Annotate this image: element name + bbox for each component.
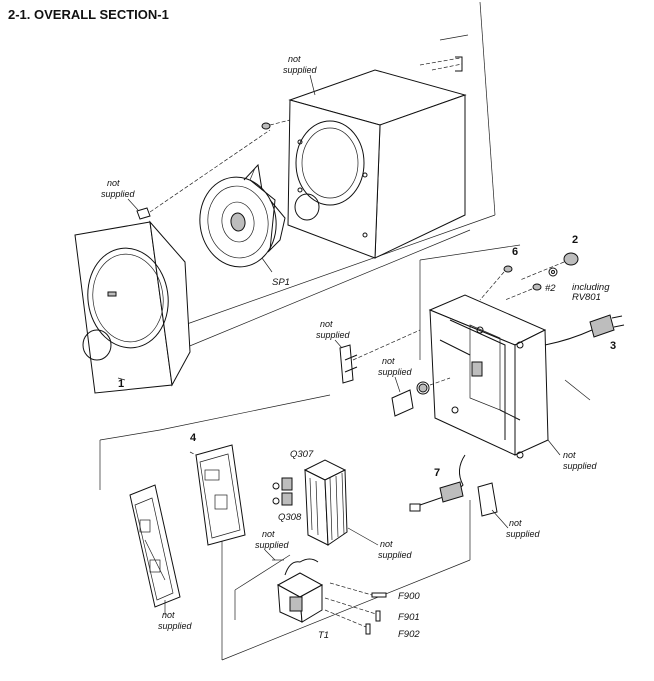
chassis	[129, 484, 181, 608]
svg-text:supplied: supplied	[378, 550, 413, 560]
heat-sink	[303, 459, 348, 546]
part-number-7: 7	[434, 467, 440, 479]
svg-text:not: not	[262, 529, 275, 539]
label-t1: T1	[318, 630, 329, 641]
fuse-f901	[324, 597, 381, 622]
nut	[548, 267, 558, 277]
part-number-4: 4	[190, 432, 197, 444]
svg-text:supplied: supplied	[101, 189, 136, 199]
note-not-supplied-cable-clip: not supplied	[506, 518, 541, 539]
svg-text:supplied: supplied	[506, 529, 541, 539]
note-not-supplied-bracket: not supplied	[316, 319, 351, 340]
note-not-supplied-panel-right: not supplied	[563, 450, 598, 471]
svg-text:not: not	[563, 450, 576, 460]
circuit-board	[189, 444, 246, 546]
label-q307: Q307	[290, 449, 314, 460]
note-not-supplied-grille-clip: not supplied	[101, 178, 136, 199]
label-screw-2: #2	[545, 283, 556, 294]
label-q308: Q308	[278, 512, 302, 523]
svg-text:not: not	[320, 319, 333, 329]
cabinet-screw	[261, 119, 291, 130]
svg-text:not: not	[288, 54, 301, 64]
part-number-6: 6	[512, 246, 518, 258]
svg-text:supplied: supplied	[316, 330, 351, 340]
fuse-f902	[324, 609, 371, 635]
label-sp1: SP1	[272, 277, 290, 288]
cable-assembly	[409, 454, 498, 517]
svg-text:not: not	[509, 518, 522, 528]
part-number-3: 3	[610, 340, 616, 352]
label-including-line2: RV801	[572, 292, 601, 303]
label-f901: F901	[398, 612, 420, 623]
svg-text:not: not	[382, 356, 395, 366]
leader-sp1	[261, 257, 273, 273]
note-not-supplied-transformer: not supplied	[255, 529, 290, 550]
front-grille	[74, 220, 191, 394]
note-not-supplied-terminal: not supplied	[378, 356, 413, 377]
assembly-leader-lines	[99, 1, 591, 661]
transformer-t1	[272, 558, 324, 623]
power-cord	[544, 314, 625, 346]
section-title: 2-1. OVERALL SECTION-1	[8, 7, 169, 22]
svg-text:not: not	[162, 610, 175, 620]
terminal-block	[391, 377, 451, 417]
fuse-f900	[329, 582, 387, 598]
part-number-1: 1	[118, 378, 124, 390]
svg-text:supplied: supplied	[563, 461, 598, 471]
screw-2	[504, 283, 542, 301]
svg-text:supplied: supplied	[255, 540, 290, 550]
grille-clip	[136, 129, 271, 220]
bracket	[339, 329, 421, 384]
note-not-supplied-enclosure: not supplied	[283, 54, 318, 75]
svg-text:supplied: supplied	[378, 367, 413, 377]
svg-text:not: not	[107, 178, 120, 188]
svg-text:not: not	[380, 539, 393, 549]
label-f900: F900	[398, 591, 420, 602]
label-f902: F902	[398, 629, 420, 640]
note-leaders	[127, 74, 561, 615]
svg-text:supplied: supplied	[158, 621, 193, 631]
screw-6	[479, 265, 513, 301]
note-not-supplied-heatsink: not supplied	[378, 539, 413, 560]
note-not-supplied-chassis: not supplied	[158, 610, 193, 631]
transistor-q308	[272, 492, 293, 506]
transistor-q307	[272, 477, 293, 491]
cabinet-enclosure	[287, 56, 467, 259]
svg-text:supplied: supplied	[283, 65, 318, 75]
speaker-sp1	[199, 163, 286, 268]
part-number-2: 2	[572, 234, 578, 246]
amplifier-panel	[428, 294, 549, 459]
label-including-line1: including	[572, 282, 610, 293]
volume-knob	[519, 252, 579, 281]
leader-grille	[117, 377, 126, 381]
